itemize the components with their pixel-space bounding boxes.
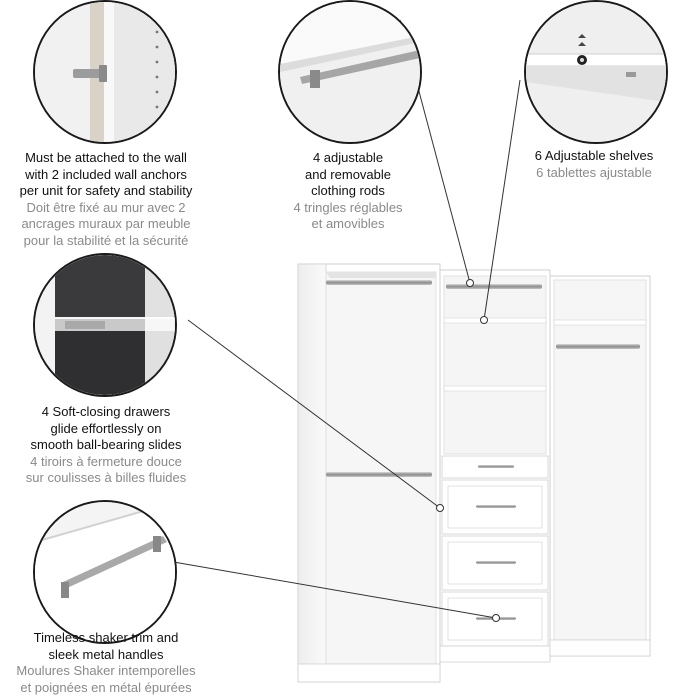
drawer-slide-detail-image <box>33 253 177 397</box>
center-shelf-1 <box>443 317 547 324</box>
right-rod <box>556 344 640 349</box>
clothing-rods-caption-fr-1: 4 tringles réglables <box>293 199 403 215</box>
center-shelf-2 <box>443 385 547 392</box>
wall-anchor-caption: Must be attached to the wall with 2 incl… <box>0 150 212 249</box>
wall-anchor-caption-en-3: per unit for safety and stability <box>19 183 193 198</box>
wall-anchor-detail-image <box>33 0 177 144</box>
clothing-rods-caption-fr-2: et amovibles <box>311 216 385 231</box>
left-upper-rod <box>326 280 432 285</box>
shelves-caption-fr-1: 6 tablettes ajustable <box>536 164 652 180</box>
wall-anchor-caption-fr-1: Doit être fixé au mur avec 2 <box>26 199 186 215</box>
right-tower <box>549 275 651 657</box>
drawers-caption-en-1: 4 Soft-closing drawers <box>41 404 171 419</box>
handles-caption-fr-1: Moulures Shaker intemporelles <box>16 663 196 678</box>
clothing-rods-caption: 4 adjustable and removable clothing rods… <box>266 150 430 233</box>
left-lower-rod <box>326 472 432 477</box>
handles-caption-fr-2: et poignées en métal épurées <box>20 679 192 695</box>
clothing-rods-caption-en-2: and removable <box>305 166 391 182</box>
shelf-pin-detail-image <box>524 0 668 144</box>
clothing-rod-detail-image <box>278 0 422 144</box>
drawers-caption-fr-2: sur coulisses à billes fluides <box>25 470 187 485</box>
wall-anchor-caption-en-2: with 2 included wall anchors <box>25 166 187 182</box>
right-shelf <box>553 319 647 326</box>
drawers-caption: 4 Soft-closing drawers glide effortlessl… <box>0 404 212 487</box>
wall-anchor-caption-fr-3: pour la stabilité et la sécurité <box>23 232 189 248</box>
left-tower <box>297 263 441 683</box>
wall-anchor-caption-en-1: Must be attached to the wall <box>25 150 187 165</box>
shelves-caption-en-1: 6 Adjustable shelves <box>534 148 654 163</box>
drawers-caption-fr-1: 4 tiroirs à fermeture douce <box>30 453 182 469</box>
center-rod <box>446 284 542 289</box>
center-tower <box>439 269 551 663</box>
wall-anchor-caption-fr-2: ancrages muraux par meuble <box>21 216 191 231</box>
handles-caption: Timeless shaker trim and sleek metal han… <box>0 630 212 696</box>
shelves-caption: 6 Adjustable shelves 6 tablettes ajustab… <box>514 148 674 181</box>
clothing-rods-caption-en-3: clothing rods <box>311 183 385 198</box>
handles-caption-en-2: sleek metal handles <box>48 646 164 662</box>
drawers-caption-en-3: smooth ball-bearing slides <box>30 437 182 452</box>
handle-detail-image <box>33 500 177 644</box>
drawers-caption-en-2: glide effortlessly on <box>50 420 162 436</box>
handles-caption-en-1: Timeless shaker trim and <box>33 630 179 645</box>
clothing-rods-caption-en-1: 4 adjustable <box>312 150 384 165</box>
